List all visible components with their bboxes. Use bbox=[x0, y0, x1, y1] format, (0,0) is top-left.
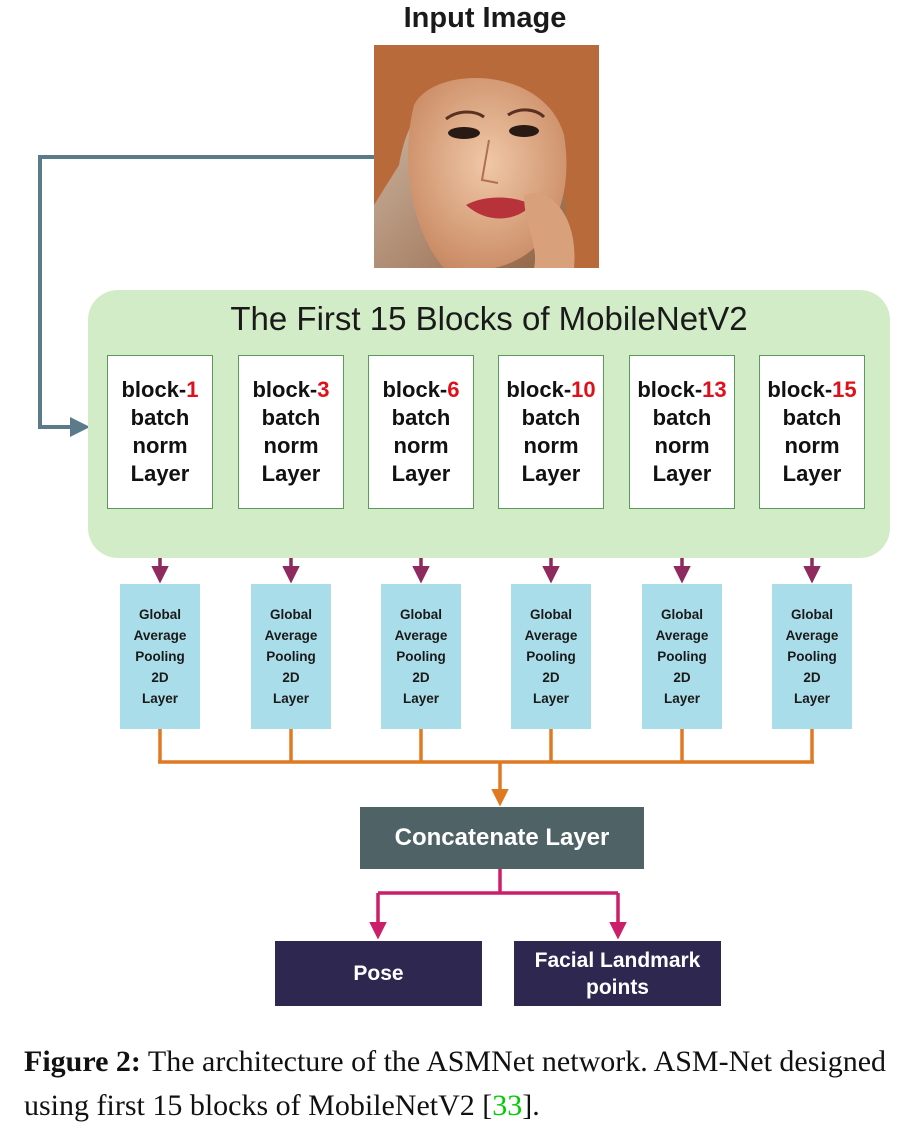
pooling-line: Average bbox=[133, 628, 187, 643]
block-number: 10 bbox=[571, 377, 596, 402]
pooling-line: Pooling bbox=[396, 649, 446, 664]
block-line-layer: Layer bbox=[782, 461, 842, 486]
block-line-batch: batch bbox=[130, 405, 190, 430]
mobilenetv2-backbone-panel bbox=[88, 290, 890, 558]
caption-text: The architecture of the ASMNet network. … bbox=[24, 1045, 887, 1122]
block-line-batch: batch bbox=[521, 405, 581, 430]
input-image-title: Input Image bbox=[403, 2, 567, 34]
block-line-layer: Layer bbox=[652, 461, 712, 486]
pooling-line: Pooling bbox=[135, 649, 185, 664]
pooling-line: Layer bbox=[663, 691, 701, 706]
block-number: 13 bbox=[702, 377, 727, 402]
skip-connection-arrow bbox=[38, 155, 374, 437]
block-line-norm: norm bbox=[393, 433, 449, 458]
block-label: block-10 bbox=[506, 377, 596, 402]
pooling-line: Layer bbox=[532, 691, 570, 706]
merge-lines bbox=[158, 729, 814, 807]
pose-output-box: Pose bbox=[275, 941, 482, 1006]
block-number: 3 bbox=[317, 377, 330, 402]
block-line-layer: Layer bbox=[130, 461, 190, 486]
block-line-batch: batch bbox=[652, 405, 712, 430]
block-number: 15 bbox=[832, 377, 857, 402]
block-line-norm: norm bbox=[132, 433, 188, 458]
block-line-norm: norm bbox=[523, 433, 579, 458]
pooling-line: Layer bbox=[402, 691, 440, 706]
pooling-line: 2D bbox=[282, 670, 300, 685]
block-label: block-13 bbox=[637, 377, 727, 402]
block-line-layer: Layer bbox=[391, 461, 451, 486]
block-label: block-3 bbox=[252, 377, 330, 402]
block-line-batch: batch bbox=[391, 405, 451, 430]
pooling-line: Global bbox=[529, 607, 572, 622]
block-15-card: block-15 batch norm Layer bbox=[759, 355, 865, 509]
landmark-label-line2: points bbox=[586, 975, 649, 999]
block-line-norm: norm bbox=[654, 433, 710, 458]
input-face-photo bbox=[374, 45, 599, 268]
block-13-card: block-13 batch norm Layer bbox=[629, 355, 735, 509]
block-line-layer: Layer bbox=[261, 461, 321, 486]
caption-label: Figure 2: bbox=[24, 1045, 141, 1078]
pooling-line: Average bbox=[785, 628, 839, 643]
pooling-line: Global bbox=[660, 607, 703, 622]
output-arrows bbox=[369, 869, 627, 940]
pooling-line: Pooling bbox=[787, 649, 837, 664]
block-label: block-1 bbox=[121, 377, 199, 402]
pooling-line: Layer bbox=[272, 691, 310, 706]
pooling-line: Global bbox=[790, 607, 833, 622]
pooling-line: Pooling bbox=[266, 649, 316, 664]
pooling-line: 2D bbox=[542, 670, 560, 685]
block-6-card: block-6 batch norm Layer bbox=[368, 355, 474, 509]
pooling-line: Average bbox=[524, 628, 578, 643]
pooling-line: Pooling bbox=[526, 649, 576, 664]
pooling-line: 2D bbox=[151, 670, 169, 685]
pooling-line: Layer bbox=[793, 691, 831, 706]
pooling-line: Global bbox=[269, 607, 312, 622]
caption-end: ]. bbox=[522, 1089, 540, 1122]
block-label: block-6 bbox=[382, 377, 460, 402]
pooling-line: Average bbox=[264, 628, 318, 643]
landmark-output-box: Facial Landmark points bbox=[514, 941, 721, 1006]
block-1-card: block-1 batch norm Layer bbox=[107, 355, 213, 509]
block-line-norm: norm bbox=[263, 433, 319, 458]
pooling-line: Global bbox=[138, 607, 181, 622]
concatenate-layer-box: Concatenate Layer bbox=[360, 807, 644, 869]
pooling-line: Average bbox=[394, 628, 448, 643]
pooling-line: Layer bbox=[141, 691, 179, 706]
landmark-label-line1: Facial Landmark bbox=[534, 948, 701, 972]
pooling-line: Global bbox=[399, 607, 442, 622]
pooling-line: 2D bbox=[673, 670, 691, 685]
pose-label: Pose bbox=[353, 962, 404, 985]
block-line-norm: norm bbox=[784, 433, 840, 458]
block-line-layer: Layer bbox=[521, 461, 581, 486]
block-3-card: block-3 batch norm Layer bbox=[238, 355, 344, 509]
pooling-line: 2D bbox=[803, 670, 821, 685]
block-label: block-15 bbox=[767, 377, 857, 402]
block-line-batch: batch bbox=[782, 405, 842, 430]
pooling-line: Pooling bbox=[657, 649, 707, 664]
block-number: 6 bbox=[447, 377, 460, 402]
block-number: 1 bbox=[186, 377, 199, 402]
block-line-batch: batch bbox=[261, 405, 321, 430]
pooling-line: Average bbox=[655, 628, 709, 643]
block-10-card: block-10 batch norm Layer bbox=[498, 355, 604, 509]
pooling-line: 2D bbox=[412, 670, 430, 685]
figure-caption: Figure 2: The architecture of the ASMNet… bbox=[24, 1040, 890, 1128]
backbone-title: The First 15 Blocks of MobileNetV2 bbox=[230, 300, 748, 337]
citation-link[interactable]: 33 bbox=[492, 1089, 523, 1122]
